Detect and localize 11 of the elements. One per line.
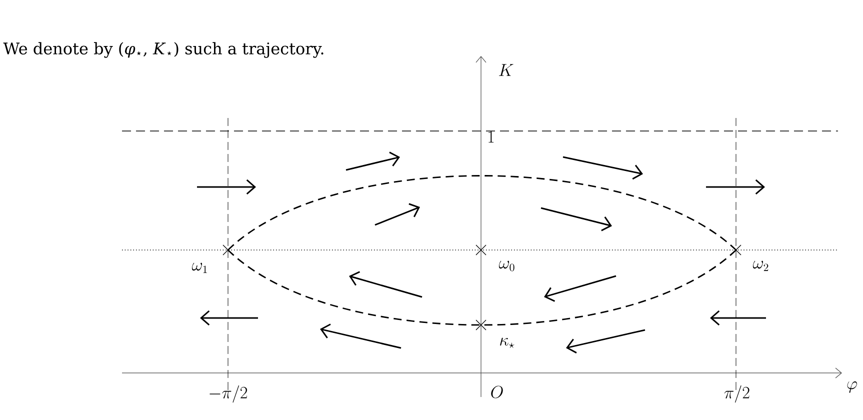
tick-label: $\pi/2$ <box>724 385 750 403</box>
tick-label: $-\pi/2$ <box>210 385 248 403</box>
point-label: $\kappa_\star$ <box>500 338 514 348</box>
axis-label: $\varphi$ <box>847 381 857 393</box>
tick-label: $1$ <box>488 131 494 143</box>
tick-label: $O$ <box>491 386 503 398</box>
axis-label: $K$ <box>499 64 514 76</box>
sentence: We denote by (φ$_{⋆}$, K$_{⋆}$) such a trajectory. <box>3 42 324 58</box>
point-label: $\omega_0$ <box>498 260 514 272</box>
point-label: $\omega_2$ <box>752 260 768 271</box>
point-label: $\omega_1$ <box>192 262 207 273</box>
